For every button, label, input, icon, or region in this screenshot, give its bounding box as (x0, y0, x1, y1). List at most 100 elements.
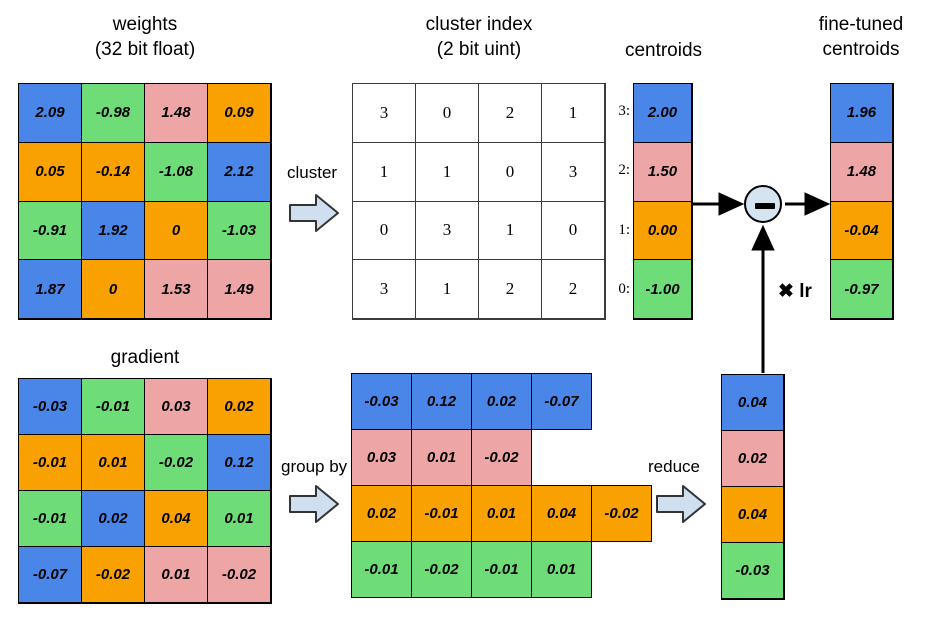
cluster-index-cell: 0 (352, 200, 416, 261)
centroid-cell: 1.50 (633, 141, 692, 202)
cluster-index-cell: 0 (478, 141, 542, 202)
weights-title: weights (32 bit float) (18, 12, 272, 62)
gradient-cell: -0.07 (18, 546, 82, 603)
cluster-block-arrow (289, 194, 339, 232)
gradient-cell: -0.02 (81, 546, 145, 603)
cluster-index-cell: 3 (352, 259, 416, 319)
grouped-gradient-cell: 0.02 (471, 373, 532, 430)
gradient-cell: 0.12 (207, 434, 271, 491)
fine-tuned-centroid-cell: 1.48 (830, 141, 893, 202)
gradient-cell: 0.01 (144, 546, 208, 603)
weight-cell: 1.87 (18, 259, 82, 319)
cluster-index-title-line1: cluster index (425, 14, 533, 35)
gradient-cell: 0.01 (81, 434, 145, 491)
cluster-index-cell: 2 (478, 83, 542, 143)
gradient-title: gradient (18, 345, 272, 370)
centroid-index-label: 1: (618, 221, 630, 238)
grouped-gradient-cell: 0.03 (351, 429, 412, 486)
learning-rate-label: ✖ lr (778, 281, 812, 302)
weights-title-line1: weights (112, 14, 178, 35)
group-by-step-label: group by (281, 457, 348, 476)
subtract-node (744, 185, 782, 223)
fine-tuned-centroid-cell: -0.97 (830, 259, 893, 319)
cluster-index-cell: 1 (415, 141, 479, 202)
reduce-block-arrow (656, 485, 706, 523)
weight-cell: -1.03 (207, 200, 271, 261)
grouped-gradient-cell: 0.12 (411, 373, 472, 430)
fine-tuned-centroid-cell: 1.96 (830, 83, 893, 143)
cluster-index-title: cluster index (2 bit uint) (352, 12, 606, 62)
gradient-cell: 0.02 (81, 490, 145, 547)
weight-cell: -0.91 (18, 200, 82, 261)
centroid-cell: -1.00 (633, 259, 692, 319)
cluster-index-cell: 0 (415, 83, 479, 143)
cluster-index-cell: 1 (352, 141, 416, 202)
gradient-cell: -0.01 (18, 490, 82, 547)
reduce-step-label: reduce (648, 457, 700, 476)
weight-cell: 1.48 (144, 83, 208, 143)
gradient-cell: 0.04 (144, 490, 208, 547)
gradient-cell: -0.01 (18, 434, 82, 491)
gradient-cell: -0.03 (18, 378, 82, 435)
gradient-cell: -0.02 (144, 434, 208, 491)
grouped-gradient-cell: 0.01 (531, 541, 592, 598)
weight-cell: -1.08 (144, 141, 208, 202)
gradient-cell: -0.01 (81, 378, 145, 435)
weight-cell: 0 (144, 200, 208, 261)
gradient-cell: 0.02 (207, 378, 271, 435)
fine-tuned-title-line2: centroids (822, 39, 900, 60)
weight-cell: -0.14 (81, 141, 145, 202)
fine-tuned-title-line1: fine-tuned (818, 14, 904, 35)
centroid-cell: 0.00 (633, 200, 692, 261)
cluster-index-cell: 3 (352, 83, 416, 143)
grouped-gradient-cell: -0.02 (471, 429, 532, 486)
group-by-block-arrow (289, 485, 339, 523)
gradient-cell: 0.01 (207, 490, 271, 547)
gradient-title-line1: gradient (110, 347, 180, 368)
grouped-gradient-cell: -0.01 (471, 541, 532, 598)
minus-icon (755, 203, 775, 209)
grouped-gradient-cell: -0.02 (411, 541, 472, 598)
weight-cell: 1.49 (207, 259, 271, 319)
weight-cell: 0.09 (207, 83, 271, 143)
weight-cell: 2.12 (207, 141, 271, 202)
centroid-cell: 2.00 (633, 83, 692, 143)
fine-tuned-centroid-cell: -0.04 (830, 200, 893, 261)
cluster-index-cell: 3 (541, 141, 605, 202)
grouped-gradient-cell: 0.02 (351, 485, 412, 542)
grouped-gradient-cell: -0.03 (351, 373, 412, 430)
weight-cell: 0 (81, 259, 145, 319)
centroid-index-label: 0: (618, 280, 630, 297)
centroid-index-label: 2: (618, 162, 630, 179)
grouped-gradient-cell: 0.01 (471, 485, 532, 542)
cluster-index-cell: 2 (478, 259, 542, 319)
cluster-index-cell: 1 (415, 259, 479, 319)
centroids-title: centroids (601, 38, 726, 63)
cluster-index-cell: 0 (541, 200, 605, 261)
reduced-gradient-cell: 0.04 (721, 486, 784, 543)
grouped-gradient-cell: -0.02 (591, 485, 652, 542)
weight-cell: 1.53 (144, 259, 208, 319)
cluster-step-label: cluster (287, 163, 338, 182)
grouped-gradient-cell: -0.01 (411, 485, 472, 542)
gradient-cell: 0.03 (144, 378, 208, 435)
reduced-gradient-cell: 0.04 (721, 374, 784, 431)
weight-cell: 2.09 (18, 83, 82, 143)
grouped-gradient-cell: 0.01 (411, 429, 472, 486)
cluster-index-cell: 2 (541, 259, 605, 319)
gradient-cell: -0.02 (207, 546, 271, 603)
grouped-gradient-cell: 0.04 (531, 485, 592, 542)
reduced-gradient-cell: -0.03 (721, 542, 784, 599)
cluster-index-cell: 1 (478, 200, 542, 261)
centroid-index-label: 3: (618, 103, 630, 119)
fine-tuned-centroids-title: fine-tuned centroids (796, 12, 926, 62)
weight-cell: -0.98 (81, 83, 145, 143)
weights-title-line2: (32 bit float) (94, 39, 196, 60)
cluster-index-cell: 3 (415, 200, 479, 261)
centroids-title-line1: centroids (624, 40, 703, 61)
